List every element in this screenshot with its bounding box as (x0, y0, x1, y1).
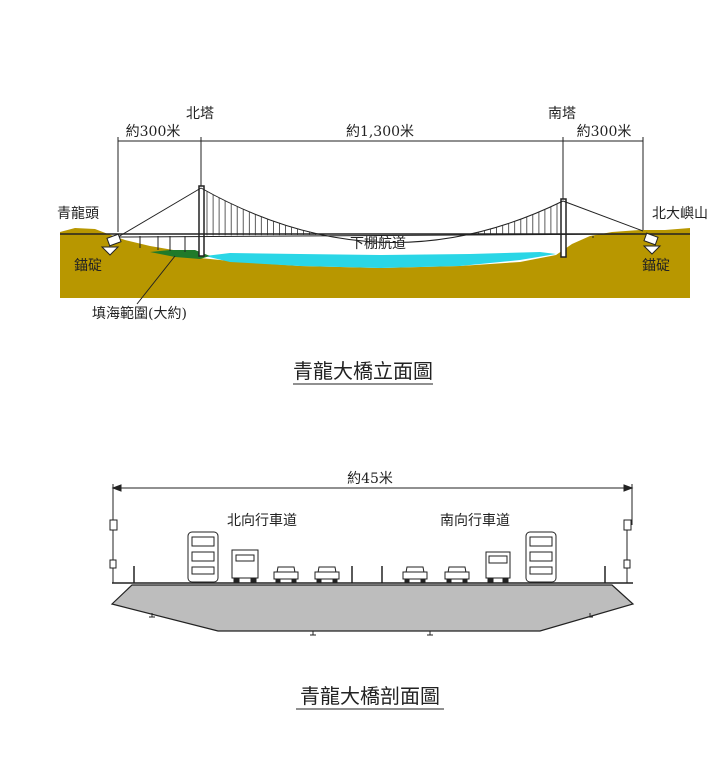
southbound-label: 南向行車道 (440, 512, 510, 529)
north-tower-label: 北塔 (186, 106, 214, 122)
vehicle-car-north-1 (273, 566, 299, 584)
reclamation-area (150, 250, 210, 259)
dimension-lines (117, 137, 644, 232)
channel-label: 下棚航道 (350, 236, 406, 252)
main-cables (117, 187, 644, 243)
right-shore-label: 北大嶼山 (652, 206, 708, 222)
sea-channel (205, 252, 556, 268)
left-anchor-label: 錨碇 (74, 258, 102, 274)
vehicle-truck-south (485, 551, 511, 584)
vehicle-double-deck-bus-north (187, 531, 219, 583)
vehicle-car-south-1 (402, 566, 428, 584)
reclamation-leader (136, 255, 176, 305)
right-anchor-block (642, 232, 662, 255)
right-anchor-label: 錨碇 (642, 258, 670, 274)
deck-bearings (149, 613, 593, 636)
elevation-caption: 青龍大橋立面圖 (293, 359, 433, 383)
elevation-deck (60, 233, 690, 252)
section-view: 約45米 北向行車道 南向行車道 (109, 471, 635, 710)
left-span-label: 約300米 (126, 124, 181, 140)
section-caption: 青龍大橋剖面圖 (300, 684, 440, 708)
barriers (133, 566, 606, 583)
deck-box-girder (110, 584, 635, 632)
left-anchor-block (100, 233, 122, 256)
south-tower-label: 南塔 (548, 106, 576, 122)
lamp-posts (109, 519, 632, 583)
north-tower (198, 185, 205, 257)
left-shore-label: 青龍頭 (57, 205, 99, 222)
vehicle-car-north-2 (314, 566, 340, 584)
suspender-hangers (206, 191, 558, 236)
side-piers (139, 236, 594, 252)
northbound-label: 北向行車道 (227, 512, 297, 529)
vehicle-double-deck-bus-south (525, 531, 557, 583)
vehicle-truck-north (231, 549, 259, 584)
right-span-label: 約300米 (577, 124, 632, 140)
vehicle-car-south-2 (444, 566, 470, 584)
south-tower (560, 198, 567, 258)
elevation-view: 北塔 南塔 約300米 約1,300米 約300米 青龍頭 北大嶼山 錨碇 錨碇… (57, 106, 708, 385)
width-dimension (111, 484, 634, 525)
ground-profile (60, 228, 690, 298)
reclamation-label: 填海範圍(大約) (92, 305, 187, 322)
towers (198, 185, 567, 258)
width-label: 約45米 (347, 471, 393, 487)
main-span-label: 約1,300米 (346, 124, 414, 140)
